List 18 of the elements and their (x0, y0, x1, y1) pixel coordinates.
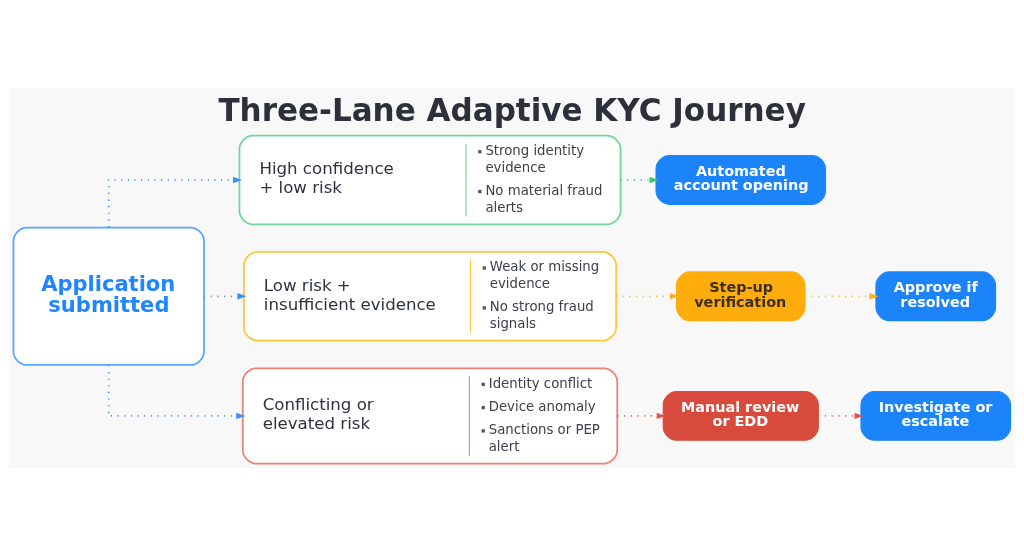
arrow (817, 412, 864, 420)
node-box: Low risk + insufficient evidence Weak or missing evidence No strong fraud signals (243, 251, 618, 342)
node-box: Application submitted (12, 226, 205, 366)
arrow (107, 364, 246, 420)
diagram-title: Three-Lane Adaptive KYC Journey (218, 91, 806, 128)
node-box: Conflicting or elevated risk Identity conflict Device anomaly Sanctions or PEP alert (241, 367, 619, 465)
arrow (804, 293, 879, 300)
node-box: Manual review or EDD (662, 391, 819, 441)
node-box: Investigate or escalate (860, 391, 1012, 441)
node-box: High confidence + low risk Strong identity evidence No material fraud alerts (238, 134, 622, 226)
node-box: Automated account opening (655, 155, 827, 205)
arrow (107, 176, 243, 229)
node-box: Step-up verification (675, 271, 806, 322)
arrow (616, 412, 666, 420)
arrow (619, 176, 659, 184)
arrow (203, 293, 247, 300)
arrow (615, 293, 680, 300)
node-box: Approve if resolved (875, 271, 997, 322)
